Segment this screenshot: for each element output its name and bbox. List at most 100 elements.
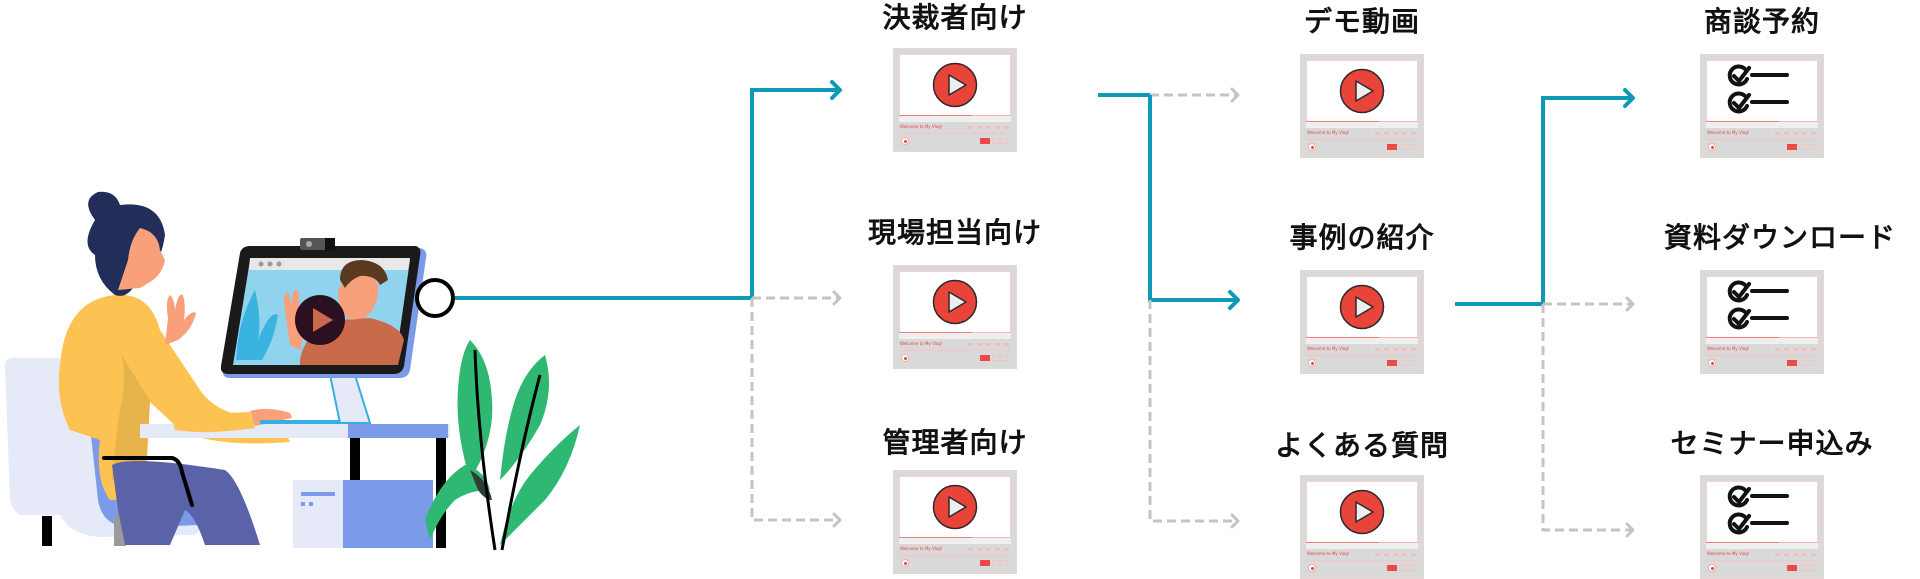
subscribe-button[interactable] [1387, 565, 1397, 571]
arrowhead-icon [1230, 513, 1240, 529]
checklist-thumbnail-meeting-booking[interactable]: Welcome to My Vlog! [1700, 54, 1824, 158]
thumbnail-screen [899, 476, 1011, 540]
divider [899, 133, 1011, 134]
channel-avatar [1708, 359, 1716, 367]
progress-bar[interactable] [899, 115, 1011, 122]
video-title: Welcome to My Vlog! [1707, 130, 1750, 135]
progress-bar[interactable] [1306, 542, 1418, 549]
channel-button[interactable] [1399, 565, 1415, 571]
video-thumbnail-administrators[interactable]: Welcome to My Vlog! [893, 470, 1017, 574]
arrowhead-icon [1623, 88, 1635, 108]
edge-start-to-administrators [750, 298, 840, 522]
channel-avatar [1308, 564, 1316, 572]
node-label-case-studies: 事例の紹介 [1289, 221, 1435, 254]
thumbnail-screen [1706, 60, 1818, 124]
divider [1306, 560, 1418, 561]
video-meta [968, 126, 1010, 129]
progress-fill [1706, 542, 1779, 543]
keyboard [260, 420, 370, 424]
divider [1706, 355, 1818, 356]
progress-fill [1706, 337, 1779, 338]
checklist-thumbnail-seminar-application[interactable]: Welcome to My Vlog! [1700, 475, 1824, 579]
subscribe-button[interactable] [1787, 360, 1797, 366]
channel-avatar [901, 137, 909, 145]
video-thumbnail-case-studies[interactable]: Welcome to My Vlog! [1300, 270, 1424, 374]
subscribe-button[interactable] [1787, 565, 1797, 571]
progress-bar[interactable] [899, 332, 1011, 339]
video-thumbnail-faq[interactable]: Welcome to My Vlog! [1300, 475, 1424, 579]
channel-avatar [1308, 359, 1316, 367]
checklist-icon [1727, 485, 1789, 535]
node-label-administrators: 管理者向け [882, 426, 1028, 459]
node-label-field-staff: 現場担当向け [867, 216, 1043, 249]
play-icon [932, 62, 978, 108]
thumbnail-screen [1706, 481, 1818, 545]
video-thumbnail-field-staff[interactable]: Welcome to My Vlog! [893, 265, 1017, 369]
channel-button[interactable] [1799, 144, 1815, 150]
progress-fill [899, 332, 972, 333]
channel-button[interactable] [992, 560, 1008, 566]
video-meta [1775, 348, 1817, 351]
browser-dot [276, 261, 282, 267]
video-meta [968, 548, 1010, 551]
channel-button[interactable] [1799, 565, 1815, 571]
channel-button[interactable] [1799, 360, 1815, 366]
channel-button[interactable] [992, 138, 1008, 144]
start-node-circle[interactable] [415, 278, 455, 318]
play-icon [1339, 489, 1385, 535]
video-thumbnail-demo-video[interactable]: Welcome to My Vlog! [1300, 54, 1424, 158]
browser-dot [267, 261, 273, 267]
channel-avatar [1308, 143, 1316, 151]
arrowhead-icon [1228, 290, 1240, 310]
edge-case-to-meeting [1541, 96, 1633, 304]
subscribe-button[interactable] [980, 560, 990, 566]
video-meta [1375, 348, 1417, 351]
screen-plant [236, 290, 278, 360]
progress-bar[interactable] [1706, 121, 1818, 128]
arrowhead-icon [832, 290, 842, 306]
edge-start-to-decision-makers [750, 88, 840, 298]
node-label-faq: よくある質問 [1274, 429, 1450, 462]
video-title: Welcome to My Vlog! [1707, 551, 1750, 556]
thumbnail-screen [899, 54, 1011, 118]
subscribe-button[interactable] [980, 138, 990, 144]
progress-bar[interactable] [899, 537, 1011, 544]
divider [1706, 139, 1818, 140]
progress-bar[interactable] [1306, 121, 1418, 128]
person-face [118, 228, 165, 290]
thumbnail-screen [1306, 276, 1418, 340]
node-label-seminar-application: セミナー申込み [1670, 427, 1874, 460]
thumbnail-screen [1306, 60, 1418, 124]
plant-leaf [425, 465, 490, 540]
divider [899, 350, 1011, 351]
arrowhead-icon [832, 512, 842, 528]
chair-armrest [102, 456, 194, 507]
video-title: Welcome to My Vlog! [900, 124, 943, 129]
webcam-lens [306, 241, 312, 247]
subscribe-button[interactable] [1787, 144, 1797, 150]
channel-avatar [1708, 143, 1716, 151]
pc-tower-led [301, 502, 305, 506]
video-title: Welcome to My Vlog! [1307, 551, 1350, 556]
subscribe-button[interactable] [1387, 144, 1397, 150]
edge-decision-to-case-studies [1148, 95, 1238, 302]
subscribe-button[interactable] [980, 355, 990, 361]
channel-button[interactable] [1399, 360, 1415, 366]
channel-button[interactable] [1399, 144, 1415, 150]
channel-button[interactable] [992, 355, 1008, 361]
play-icon [932, 279, 978, 325]
play-icon [1339, 284, 1385, 330]
progress-fill [1706, 121, 1779, 122]
progress-fill [1306, 542, 1379, 543]
progress-bar[interactable] [1306, 337, 1418, 344]
arrowhead-icon [1625, 522, 1635, 538]
progress-bar[interactable] [1706, 337, 1818, 344]
checklist-icon [1727, 280, 1789, 330]
progress-fill [1306, 337, 1379, 338]
subscribe-button[interactable] [1387, 360, 1397, 366]
video-title: Welcome to My Vlog! [1307, 346, 1350, 351]
checklist-thumbnail-document-download[interactable]: Welcome to My Vlog! [1700, 270, 1824, 374]
video-thumbnail-decision-makers[interactable]: Welcome to My Vlog! [893, 48, 1017, 152]
progress-bar[interactable] [1706, 542, 1818, 549]
